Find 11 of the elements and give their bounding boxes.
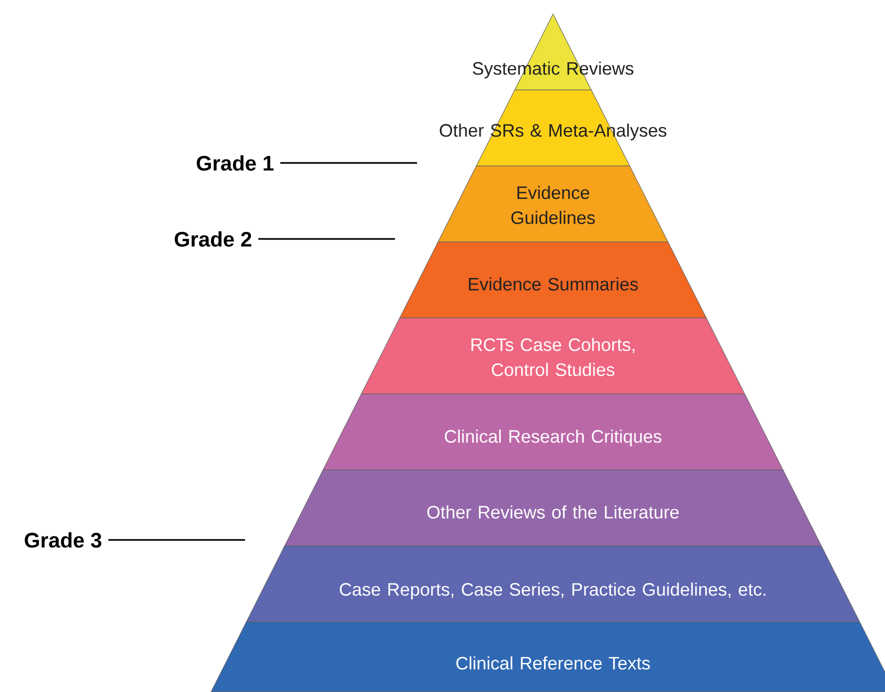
pyramid-band: Evidence Guidelines	[438, 166, 668, 242]
pyramid-band: Clinical Reference Texts	[210, 622, 885, 692]
leader-line	[108, 539, 245, 541]
leader-line	[280, 162, 417, 164]
grade-label: Grade 1	[196, 155, 274, 171]
pyramid-band: Clinical Research Critiques	[322, 394, 784, 470]
leader-line	[258, 238, 395, 240]
grade-label: Grade 2	[174, 231, 252, 247]
pyramid-band: Other Reviews of the Literature	[284, 470, 822, 546]
grade-label: Grade 3	[24, 532, 102, 548]
pyramid-band: Evidence Summaries	[399, 242, 707, 318]
